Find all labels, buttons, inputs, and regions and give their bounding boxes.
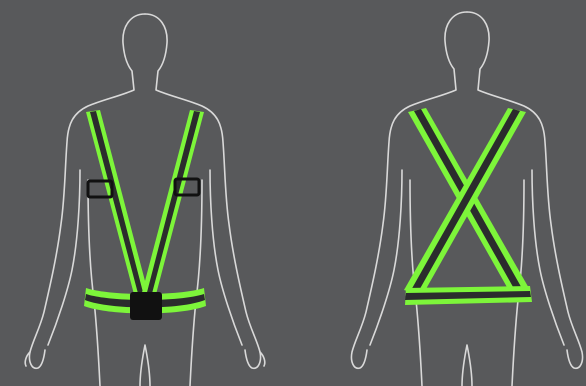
front-view	[25, 14, 265, 386]
back-vest-straps	[404, 108, 532, 305]
front-vest-straps	[84, 110, 206, 320]
back-view	[351, 12, 582, 386]
front-buckle	[130, 292, 162, 320]
front-body-outline	[25, 14, 265, 386]
